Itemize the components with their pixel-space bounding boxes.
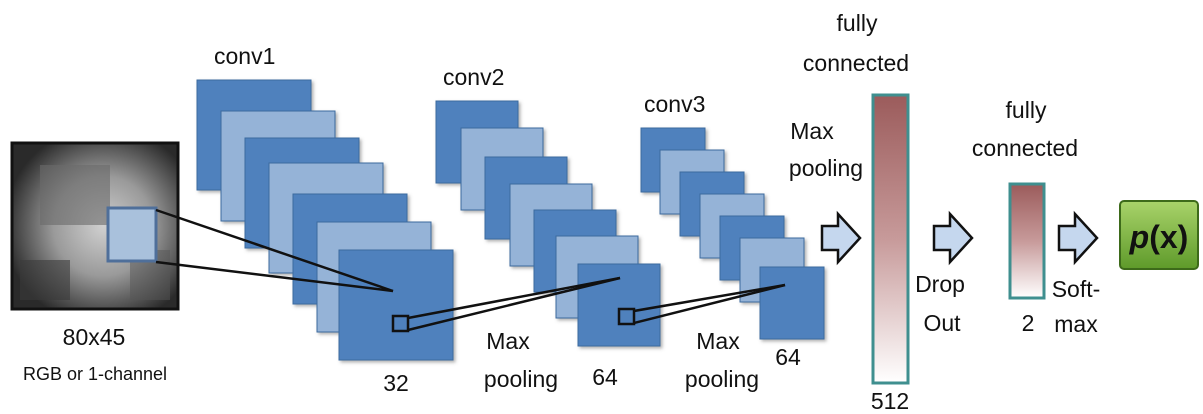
fc2-bar	[1008, 182, 1046, 300]
output-paren-open: (	[1149, 219, 1160, 255]
softmax-line1: Soft-	[1052, 276, 1101, 302]
pooling1-line2: pooling	[484, 366, 558, 392]
conv2-title: conv2	[443, 64, 504, 90]
conv3-stack	[640, 127, 825, 340]
arrow-to-output	[1057, 210, 1099, 266]
pooling2-line2: pooling	[685, 366, 759, 392]
input-channel-label: RGB or 1-channel	[23, 364, 167, 384]
output-paren-close: )	[1178, 219, 1189, 255]
fc2-label-line1: fully	[1006, 97, 1047, 123]
pooling2-line1: Max	[696, 328, 740, 354]
arrow-to-fc1	[820, 210, 862, 266]
dropout-line1: Drop	[915, 271, 965, 297]
output-x: x	[1160, 219, 1178, 255]
pooling3-line2: pooling	[789, 155, 863, 181]
softmax-line2: max	[1054, 311, 1098, 337]
fc1-size: 512	[871, 388, 909, 414]
conv1-count: 32	[383, 370, 409, 396]
fc1-bar	[871, 93, 910, 385]
input-image	[10, 141, 180, 311]
conv2-count: 64	[592, 364, 618, 390]
fc1-label-line1: fully	[837, 10, 878, 36]
input-patch	[106, 206, 158, 263]
arrow-to-fc2	[932, 210, 974, 266]
svg-text:p(x): p(x)	[1129, 219, 1189, 255]
pooling3-line1: Max	[790, 118, 834, 144]
conv1-title: conv1	[214, 43, 275, 69]
output-p: p	[1129, 219, 1150, 255]
input-size-label: 80x45	[63, 324, 126, 350]
fc2-size: 2	[1022, 310, 1035, 336]
conv2-receptive-square	[617, 307, 636, 326]
pooling1-line1: Max	[486, 328, 530, 354]
output-box: p(x)	[1119, 200, 1199, 270]
conv1-receptive-square	[391, 314, 410, 333]
dropout-line2: Out	[923, 310, 961, 336]
fc2-label-line2: connected	[972, 135, 1078, 161]
conv3-title: conv3	[644, 91, 705, 117]
projection-lines	[155, 208, 786, 332]
conv3-count: 64	[775, 344, 801, 370]
conv1-stack	[196, 79, 454, 361]
fc1-label-line2: connected	[803, 50, 909, 76]
